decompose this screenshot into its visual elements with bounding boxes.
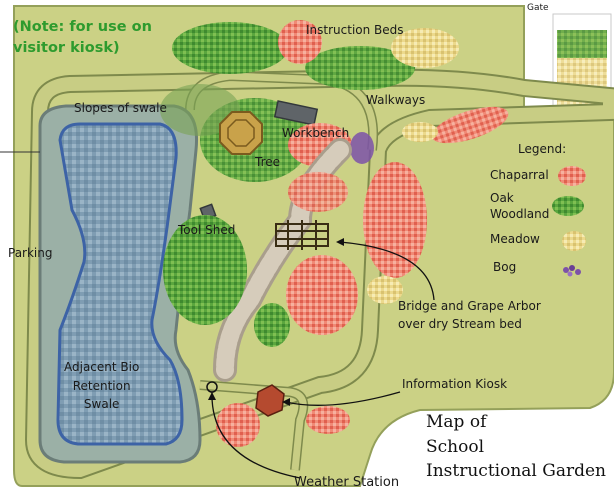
weather-station-label: Weather Station [294,475,400,490]
oak-woodland-left [163,215,247,325]
meadow-swatch [562,231,586,251]
kiosk-note-line2: visitor kiosk) [13,40,120,57]
legend-item-chaparral: Chaparral [490,168,549,182]
instruction-beds-label: Instruction Beds [306,23,404,37]
kiosk-pointer-line [285,391,401,406]
oak-woodland-swatch [552,196,584,216]
gate-label: Gate [527,3,549,13]
tool-shed-label: Tool Shed [178,223,236,237]
workbench-label: Workbench [282,126,350,140]
bog-patch [350,132,374,164]
kiosk-note: (Note: for use on visitor kiosk) [13,17,152,59]
map-title-line2: School [426,436,485,457]
information-kiosk-label: Information Kiosk [402,377,508,391]
bridge-label-line2: over dry Stream bed [398,316,522,331]
bog-swatch [563,265,581,277]
bed-meadow-walkway [402,122,438,142]
bed-chaparral-right [363,162,427,278]
instruction-bed-meadow [391,28,459,68]
legend-oak-line2: Woodland [490,206,550,221]
swale-label-line1: Adjacent Bio [64,360,140,374]
bed-chaparral-kiosk [306,406,350,434]
legend-oak-line1: Oak [490,191,514,205]
tree-label: Tree [255,155,281,169]
legend-item-meadow: Meadow [490,232,540,246]
instruction-bed-chaparral [278,20,322,64]
map-title-line1: Map of [426,412,487,432]
legend-item-oak-woodland: Oak Woodland [490,191,549,222]
walkways-label: Walkways [366,93,426,107]
map-title: Map of School Instructional Garden [426,410,606,484]
bridge-arbor [275,220,329,250]
kiosk-note-line1: (Note: for use on [13,19,152,35]
instruction-bed-oak-2 [305,46,415,90]
tree-octagon [219,111,263,155]
bio-retention-swale-label: Adjacent Bio Retention Swale [64,358,139,414]
oak-woodland-small [254,303,290,347]
workbench [273,100,319,126]
instruction-bed-oak [172,22,288,74]
bridge-label-line1: Bridge and Grape Arbor [398,299,541,313]
swale-water [56,122,184,446]
parking-label: Parking [8,246,53,260]
chaparral-swatch [558,166,586,186]
bed-meadow-right [367,276,403,304]
information-kiosk [255,384,285,417]
bridge-label: Bridge and Grape Arbor over dry Stream b… [398,299,541,332]
swale-label-line2: Retention [72,378,131,393]
map-title-line3: Instructional Garden [426,461,606,482]
chaparral-center [286,255,358,335]
bed-chaparral-bottom [216,403,260,447]
swale-label-line3: Swale [83,397,120,412]
bridge-pointer-line [339,241,435,301]
legend-swatches [552,166,586,277]
weather-pointer-line [211,391,301,479]
slopes-of-swale-label: Slopes of swale [74,101,167,115]
legend-item-bog: Bog [493,260,517,274]
bed-chaparral-walkway [431,106,509,144]
legend-title: Legend: [518,142,567,156]
